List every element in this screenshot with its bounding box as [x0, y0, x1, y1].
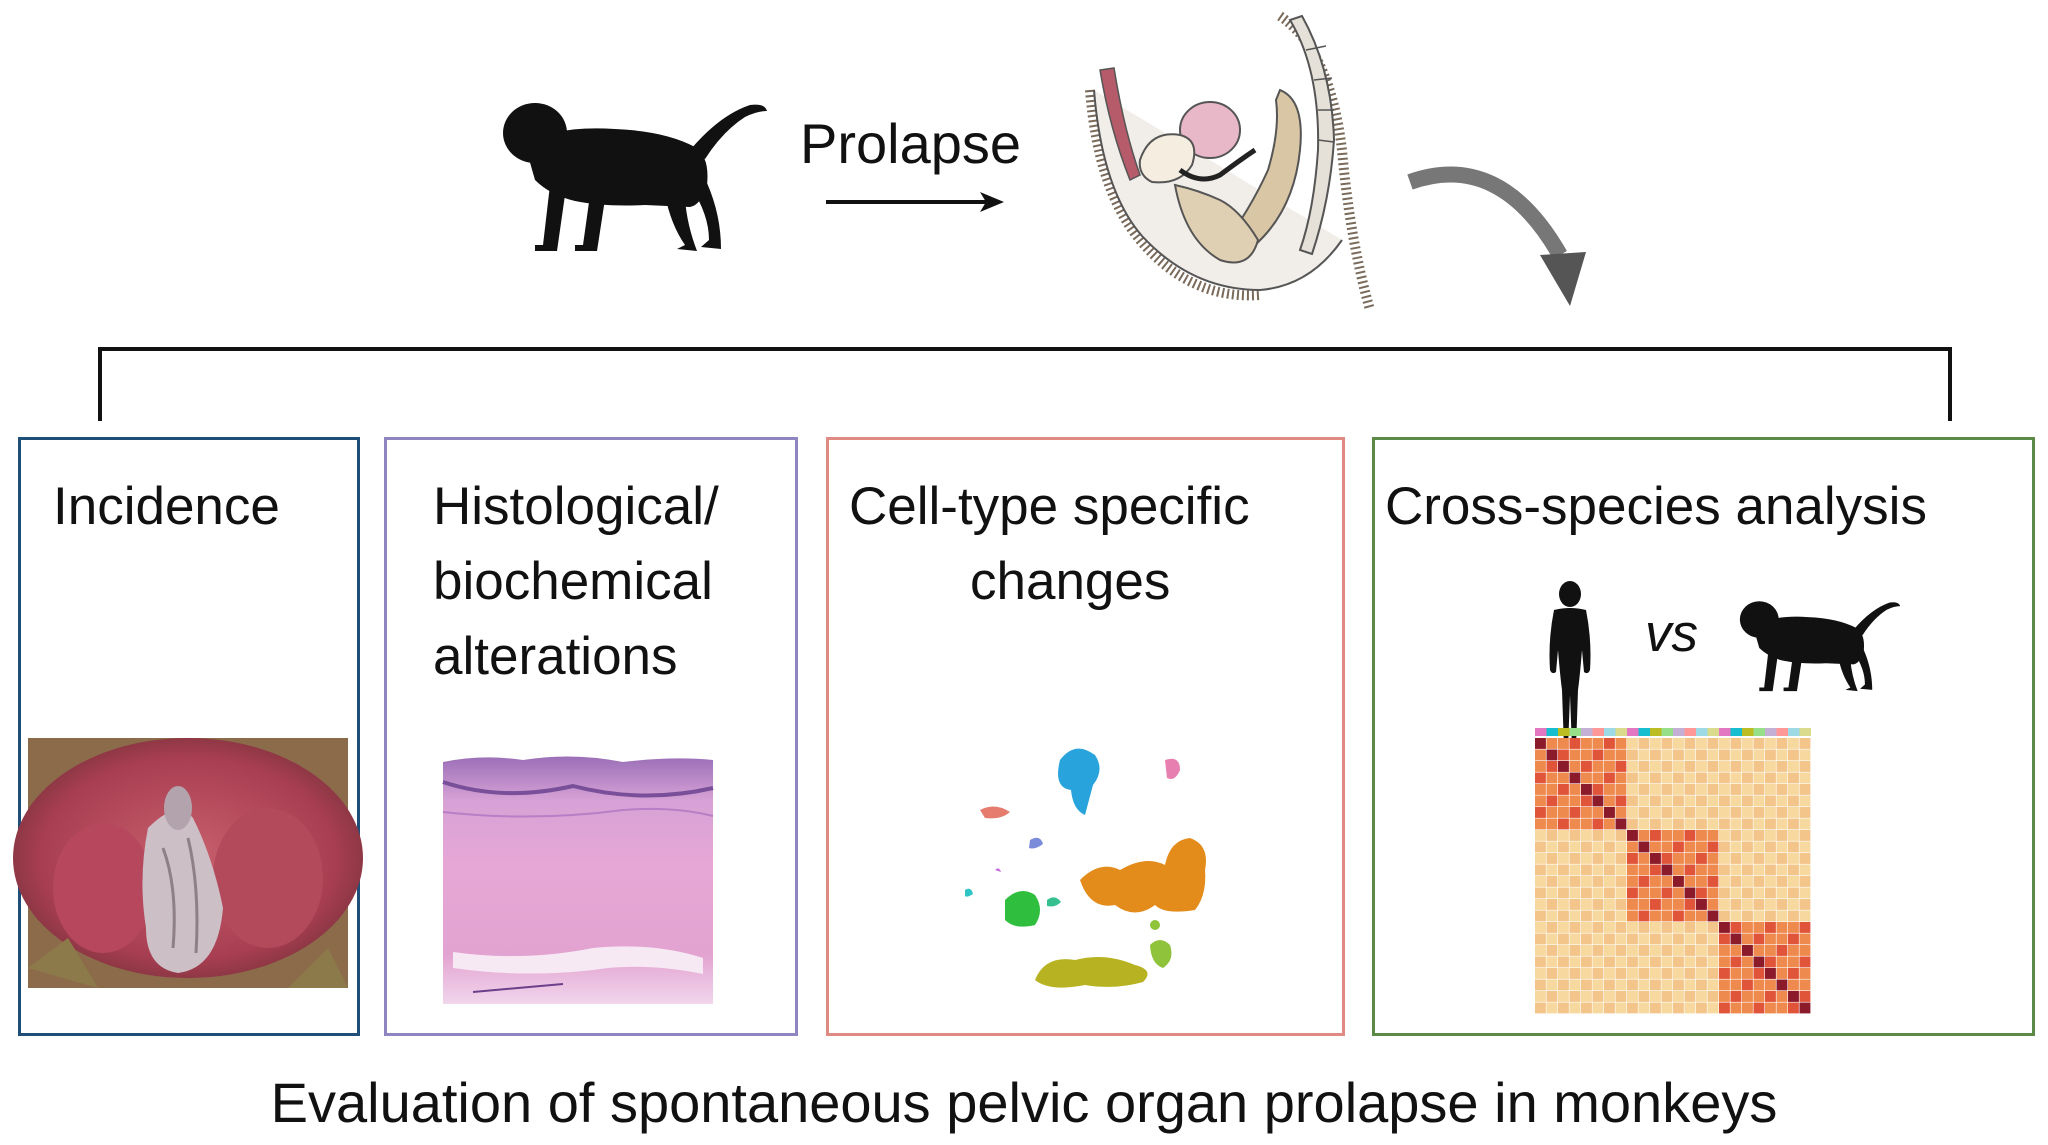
monkey-silhouette-icon-small [1739, 601, 1901, 692]
vs-label: vs [1645, 604, 1698, 663]
panel-bracket [98, 347, 1952, 421]
pelvic-anatomy-illustration [1085, 11, 1375, 312]
panel-celltype [826, 437, 1345, 1036]
monkey-silhouette-icon [503, 103, 767, 251]
histology-title-line-3: alterations [433, 627, 678, 686]
histology-section-image [442, 756, 714, 1004]
curved-arrow [1407, 166, 1586, 306]
human-silhouette-icon [1549, 581, 1591, 748]
crossspecies-title: Cross-species analysis [1385, 477, 1927, 536]
cell-cluster-umap [965, 748, 1206, 988]
correlation-heatmap [1535, 728, 1811, 1014]
celltype-title-line-2: changes [970, 552, 1171, 611]
incidence-title: Incidence [53, 477, 280, 536]
histology-title-line-1: Histological/ [433, 477, 719, 536]
figure-caption: Evaluation of spontaneous pelvic organ p… [270, 1071, 1778, 1134]
prolapse-photo [13, 738, 363, 988]
histology-title-line-2: biochemical [433, 552, 713, 611]
prolapse-label: Prolapse [800, 112, 1022, 175]
prolapse-arrow [826, 192, 1004, 212]
celltype-title-line-1: Cell-type specific [849, 477, 1250, 536]
